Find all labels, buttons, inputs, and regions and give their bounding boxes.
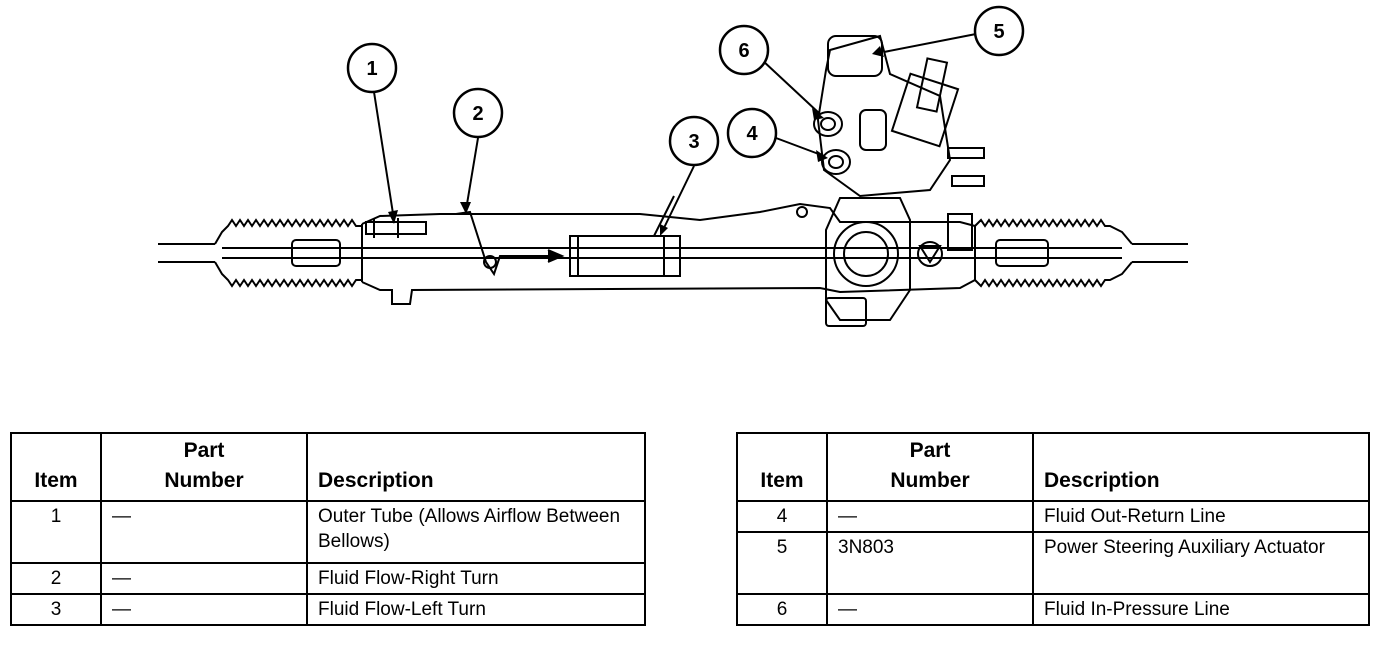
table-header-row: Item Part Number Description xyxy=(10,432,646,502)
callout-6: 6 xyxy=(718,24,770,76)
callout-leaders xyxy=(373,33,977,233)
part-number-cell: — xyxy=(826,500,1034,533)
callout-4: 4 xyxy=(726,107,778,159)
callout-3-label: 3 xyxy=(688,131,699,153)
table-row: 4 — Fluid Out-Return Line xyxy=(736,500,1370,533)
callout-arrowheads xyxy=(388,46,884,236)
item-cell: 5 xyxy=(736,531,828,595)
part-number-cell: — xyxy=(100,500,308,564)
callout-2-label: 2 xyxy=(472,103,483,125)
fluid-flow-right-turn-line xyxy=(455,210,565,277)
parts-table-left: Item Part Number Description 1 — Outer T… xyxy=(10,432,646,626)
description-header: Description xyxy=(1032,432,1370,502)
description-cell: Fluid Flow-Left Turn xyxy=(306,593,646,626)
callout-6-label: 6 xyxy=(738,40,749,62)
callout-5-label: 5 xyxy=(993,21,1004,43)
right-bellows xyxy=(974,218,1133,288)
table-row: 3 — Fluid Flow-Left Turn xyxy=(10,593,646,626)
table-row: 6 — Fluid In-Pressure Line xyxy=(736,593,1370,626)
right-tie-rod xyxy=(1132,243,1188,263)
left-bellows xyxy=(214,218,362,288)
table-row: 5 3N803 Power Steering Auxiliary Actuato… xyxy=(736,531,1370,595)
description-cell: Fluid Out-Return Line xyxy=(1032,500,1370,533)
callout-3: 3 xyxy=(668,115,720,167)
parts-table-right: Item Part Number Description 4 — Fluid O… xyxy=(736,432,1370,626)
callout-4-label: 4 xyxy=(746,123,758,145)
steering-gear-diagram: 1 2 3 4 5 6 xyxy=(158,5,1188,327)
part-number-header: Part Number xyxy=(100,432,308,502)
outer-tube xyxy=(365,218,427,238)
valve-body xyxy=(825,197,973,327)
description-cell: Fluid In-Pressure Line xyxy=(1032,593,1370,626)
table-row: 1 — Outer Tube (Allows Airflow Between B… xyxy=(10,500,646,564)
callout-1-label: 1 xyxy=(366,58,377,80)
part-number-cell: — xyxy=(826,593,1034,626)
part-number-cell: — xyxy=(100,562,308,595)
description-header: Description xyxy=(306,432,646,502)
item-cell: 3 xyxy=(10,593,102,626)
item-cell: 1 xyxy=(10,500,102,564)
callout-2: 2 xyxy=(452,87,504,139)
item-cell: 4 xyxy=(736,500,828,533)
left-tie-rod xyxy=(158,243,215,263)
table-header-row: Item Part Number Description xyxy=(736,432,1370,502)
callout-1: 1 xyxy=(346,42,398,94)
fluid-out-return-fitting xyxy=(821,149,851,175)
fluid-flow-left-turn-line xyxy=(600,195,675,237)
description-cell: Outer Tube (Allows Airflow Between Bello… xyxy=(306,500,646,564)
item-cell: 6 xyxy=(736,593,828,626)
item-header: Item xyxy=(736,432,828,502)
item-cell: 2 xyxy=(10,562,102,595)
part-number-cell: — xyxy=(100,593,308,626)
part-number-cell: 3N803 xyxy=(826,531,1034,595)
table-row: 2 — Fluid Flow-Right Turn xyxy=(10,562,646,595)
description-cell: Power Steering Auxiliary Actuator xyxy=(1032,531,1370,595)
part-number-header: Part Number xyxy=(826,432,1034,502)
fluid-in-pressure-fitting xyxy=(813,111,843,137)
callout-5: 5 xyxy=(973,5,1025,57)
description-cell: Fluid Flow-Right Turn xyxy=(306,562,646,595)
inner-rack xyxy=(222,239,1122,267)
item-header: Item xyxy=(10,432,102,502)
